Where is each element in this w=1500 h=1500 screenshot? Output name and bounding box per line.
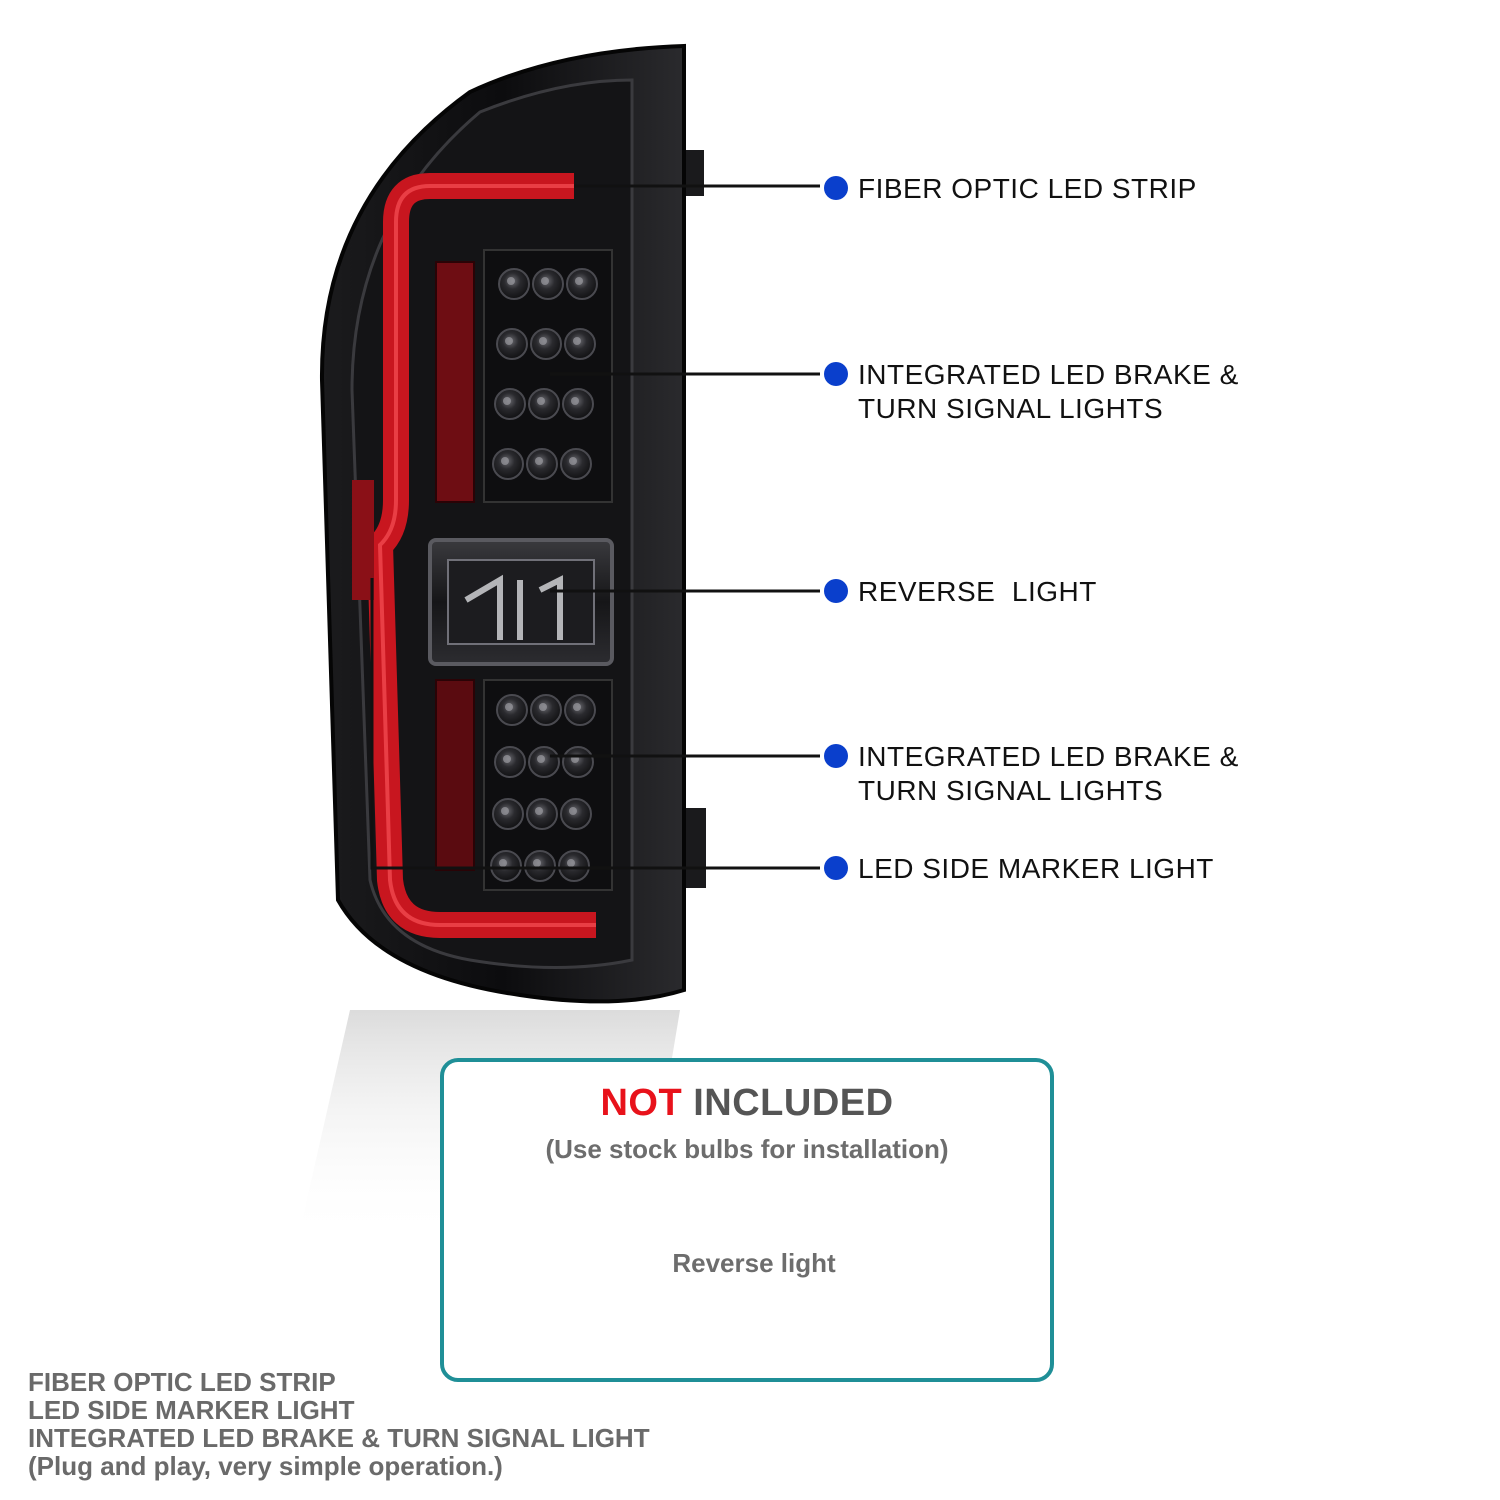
included-word: INCLUDED — [693, 1082, 894, 1124]
led-highlight — [573, 703, 581, 711]
callout-label-line1: INTEGRATED LED BRAKE & — [858, 741, 1239, 772]
led-highlight — [567, 859, 575, 867]
callout-label-line2: TURN SIGNAL LIGHTS — [858, 775, 1164, 806]
led-lens — [498, 268, 530, 300]
led-lens — [528, 746, 560, 778]
callout-reverse-light: REVERSE LIGHT — [824, 575, 1097, 609]
leader-lines — [370, 184, 820, 870]
led-lens — [526, 448, 558, 480]
led-lens — [560, 798, 592, 830]
led-lens — [496, 328, 528, 360]
led-lens — [564, 694, 596, 726]
callout-label-line1: INTEGRATED LED BRAKE & — [858, 359, 1239, 390]
lower-led-cluster — [483, 679, 613, 891]
reverse-light-lens — [428, 538, 614, 666]
led-highlight — [535, 807, 543, 815]
side-marker — [352, 480, 374, 600]
led-highlight — [569, 807, 577, 815]
led-lens — [492, 798, 524, 830]
led-lens — [496, 694, 528, 726]
led-highlight — [537, 755, 545, 763]
leader-line-side-marker — [370, 578, 820, 870]
led-highlight — [499, 859, 507, 867]
led-highlight — [507, 277, 515, 285]
led-lens — [562, 746, 594, 778]
bullet-dot-icon — [824, 176, 848, 200]
upper-led-cluster — [483, 249, 613, 503]
features-list: FIBER OPTIC LED STRIP LED SIDE MARKER LI… — [28, 1368, 728, 1480]
led-highlight — [533, 859, 541, 867]
led-lens — [530, 694, 562, 726]
not-included-subtitle: (Use stock bulbs for installation) — [545, 1134, 949, 1164]
callout-label-line2: TURN SIGNAL LIGHTS — [858, 393, 1164, 424]
bullet-dot-icon — [824, 856, 848, 880]
led-lens — [558, 850, 590, 882]
callout-label: REVERSE LIGHT — [858, 576, 1097, 607]
led-highlight — [503, 397, 511, 405]
led-highlight — [575, 277, 583, 285]
led-highlight — [505, 337, 513, 345]
feature-line: (Plug and play, very simple operation.) — [28, 1451, 503, 1481]
bullet-dot-icon — [824, 579, 848, 603]
led-lens — [560, 448, 592, 480]
led-lens — [528, 388, 560, 420]
callout-brake-turn-upper: INTEGRATED LED BRAKE & TURN SIGNAL LIGHT… — [824, 358, 1239, 426]
callout-side-marker: LED SIDE MARKER LIGHT — [824, 852, 1214, 886]
led-lens — [490, 850, 522, 882]
not-word: NOT — [600, 1082, 683, 1124]
led-highlight — [501, 807, 509, 815]
feature-line: INTEGRATED LED BRAKE & TURN SIGNAL LIGHT — [28, 1423, 650, 1453]
red-panel-upper — [435, 261, 475, 503]
red-panel-lower — [435, 679, 475, 871]
led-highlight — [573, 337, 581, 345]
led-lens — [524, 850, 556, 882]
not-included-box: NOT INCLUDED (Use stock bulbs for instal… — [440, 1058, 1054, 1382]
led-lens — [530, 328, 562, 360]
bullet-dot-icon — [824, 362, 848, 386]
callout-label: LED SIDE MARKER LIGHT — [858, 853, 1214, 884]
led-lens — [532, 268, 564, 300]
feature-line: FIBER OPTIC LED STRIP — [28, 1367, 336, 1397]
led-highlight — [571, 397, 579, 405]
led-highlight — [503, 755, 511, 763]
not-included-title: NOT INCLUDED — [444, 1082, 1050, 1125]
bullet-dot-icon — [824, 744, 848, 768]
callout-brake-turn-lower: INTEGRATED LED BRAKE & TURN SIGNAL LIGHT… — [824, 740, 1239, 808]
led-lens — [492, 448, 524, 480]
led-highlight — [535, 457, 543, 465]
led-highlight — [541, 277, 549, 285]
led-highlight — [569, 457, 577, 465]
led-highlight — [539, 337, 547, 345]
led-lens — [494, 388, 526, 420]
callout-fiber-optic: FIBER OPTIC LED STRIP — [824, 172, 1197, 206]
led-lens — [494, 746, 526, 778]
feature-line: LED SIDE MARKER LIGHT — [28, 1395, 355, 1425]
led-lens — [566, 268, 598, 300]
led-highlight — [539, 703, 547, 711]
led-lens — [564, 328, 596, 360]
led-lens — [562, 388, 594, 420]
not-included-item: Reverse light — [672, 1248, 836, 1278]
led-highlight — [505, 703, 513, 711]
callout-label: FIBER OPTIC LED STRIP — [858, 173, 1197, 204]
led-lens — [526, 798, 558, 830]
led-highlight — [501, 457, 509, 465]
led-highlight — [537, 397, 545, 405]
